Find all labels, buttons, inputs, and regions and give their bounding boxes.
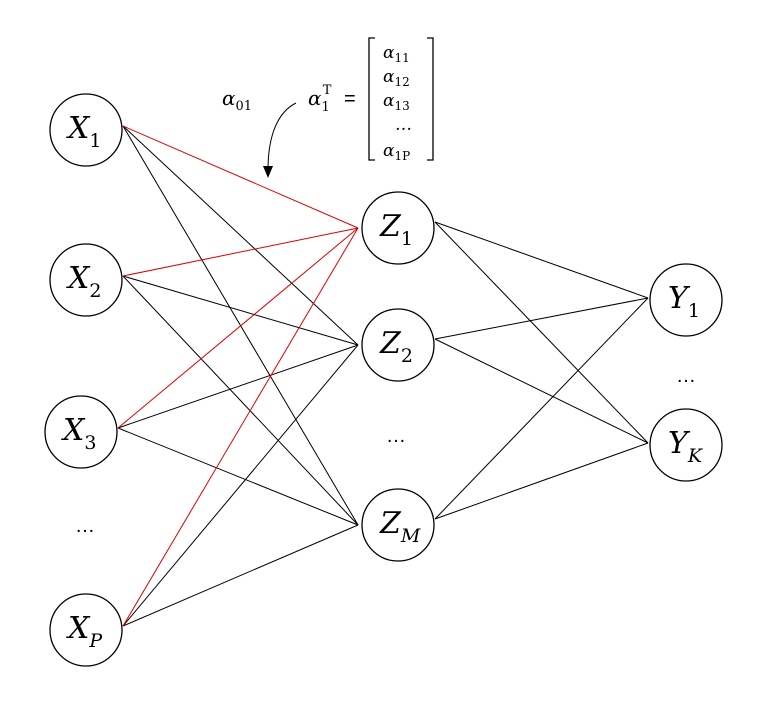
weight-vector-entry: α13 [383, 91, 410, 113]
output-node: YK [649, 408, 723, 482]
hidden-ellipsis: … [386, 425, 406, 447]
output-node-label: YK [668, 426, 704, 467]
hidden-node-label: Z2 [379, 326, 413, 367]
input-node-label: X3 [61, 413, 96, 454]
edge-input-hidden [117, 427, 359, 526]
edge-input-hidden [122, 275, 359, 526]
input-node-label: XP [66, 611, 103, 652]
input-ellipsis: … [75, 515, 95, 537]
connections [117, 125, 649, 627]
edge-hidden-output [434, 221, 649, 299]
edge-input-hidden [122, 344, 359, 627]
edge-hidden-output [434, 297, 649, 340]
input-node: X3 [44, 395, 118, 469]
weight-vector-entry: α11 [383, 43, 410, 65]
bias-arrow [263, 102, 297, 178]
input-node-label: X2 [66, 261, 101, 302]
edge-input-hidden [117, 344, 359, 429]
hidden-node: ZM [361, 488, 435, 562]
weight-vector-entry: α12 [383, 67, 410, 89]
edge-hidden-output [434, 221, 649, 444]
edge-input-hidden [122, 125, 359, 346]
weight-vector-entry: α1P [383, 141, 410, 163]
output-node-label: Y1 [668, 281, 700, 322]
hidden-node-label: Z1 [379, 209, 413, 250]
weight-vector-entry: … [395, 115, 412, 135]
edge-input-hidden [122, 275, 359, 346]
edge-input-z1-highlight [122, 125, 359, 229]
output-ellipsis: … [676, 365, 696, 387]
hidden-node-label: ZM [379, 506, 421, 547]
edge-input-z1-highlight [122, 227, 359, 277]
edge-hidden-output [434, 338, 649, 444]
edge-input-hidden [122, 524, 359, 627]
equals-sign: = [344, 88, 356, 110]
right-bracket [427, 37, 434, 161]
hidden-node: Z1 [361, 191, 435, 265]
input-node-label: X1 [66, 111, 101, 152]
edge-hidden-output [434, 297, 649, 520]
edge-input-z1-highlight [122, 227, 359, 627]
input-node: X1 [49, 93, 123, 167]
edge-input-z1-highlight [117, 227, 359, 429]
hidden-node: Z2 [361, 308, 435, 382]
left-bracket [368, 37, 375, 161]
input-node: XP [49, 593, 123, 667]
weight-vector-lhs: α1T [308, 83, 332, 115]
output-node: Y1 [649, 263, 723, 337]
edge-hidden-output [434, 442, 649, 520]
bias-label: α01 [222, 86, 252, 114]
input-node: X2 [49, 243, 123, 317]
